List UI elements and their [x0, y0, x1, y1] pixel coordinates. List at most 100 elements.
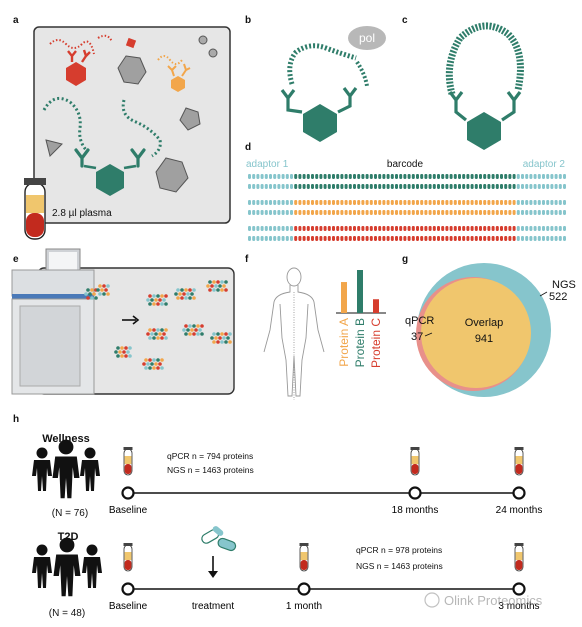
base-pair [390, 236, 394, 241]
panel-g-label: g [402, 254, 408, 265]
cluster-dot [192, 324, 196, 328]
cluster-dot [182, 292, 186, 296]
base-pair [395, 184, 398, 189]
cluster-dot [86, 288, 90, 292]
timepoint-label: 18 months [392, 505, 439, 516]
base-pair [508, 210, 512, 215]
base-pair [550, 236, 554, 241]
base-pair [453, 200, 457, 205]
base-pair [298, 210, 302, 215]
cluster-dot [88, 292, 92, 296]
base-pair [504, 210, 508, 215]
base-pair [411, 226, 415, 231]
t2d-qpcr-info: qPCR n = 978 proteins [356, 545, 442, 555]
wellness-qpcr-info: qPCR n = 794 proteins [167, 451, 253, 461]
cluster-dot [124, 346, 128, 350]
base-pair [558, 200, 562, 205]
base-pair [378, 184, 382, 189]
base-pair [319, 174, 323, 179]
tube-cap [514, 447, 524, 450]
base-pair [428, 200, 432, 205]
base-pair [525, 200, 529, 205]
cluster-dot [154, 298, 158, 302]
base-pair [386, 226, 390, 231]
base-pair [407, 184, 411, 189]
base-pair [483, 174, 487, 179]
base-pair [323, 184, 327, 189]
base-pair [474, 174, 478, 179]
base-pair [290, 174, 293, 179]
base-pair [508, 184, 512, 189]
base-pair [491, 226, 495, 231]
base-pair [416, 184, 419, 189]
cluster-dot [156, 328, 160, 332]
cluster-dot [148, 366, 152, 370]
base-pair [285, 200, 289, 205]
base-pair [521, 174, 524, 179]
base-pair [521, 236, 524, 241]
base-pair [487, 226, 491, 231]
base-pair [277, 210, 281, 215]
cell-layer [411, 464, 419, 474]
base-pair [344, 184, 348, 189]
base-pair [504, 174, 508, 179]
cluster-dot [156, 336, 160, 340]
base-pair [487, 210, 491, 215]
timepoint-marker [512, 486, 526, 500]
base-pair [424, 174, 428, 179]
base-pair [306, 226, 310, 231]
base-pair [432, 236, 436, 241]
base-pair [437, 236, 440, 241]
base-pair [563, 236, 566, 241]
base-pair [327, 174, 331, 179]
base-pair [500, 226, 503, 231]
base-pair [302, 174, 306, 179]
cluster-dot [122, 350, 126, 354]
base-pair [348, 184, 352, 189]
base-pair [428, 236, 432, 241]
base-pair [256, 200, 260, 205]
base-pair [504, 184, 508, 189]
cluster-dot [156, 294, 160, 298]
cluster-dot [192, 332, 196, 336]
base-pair [542, 236, 545, 241]
base-pair [361, 210, 365, 215]
base-pair [332, 184, 335, 189]
base-pair [479, 236, 482, 241]
base-pair [529, 174, 533, 179]
cluster-dot [196, 332, 200, 336]
timepoint-label: treatment [192, 601, 234, 612]
base-pair [348, 210, 352, 215]
base-pair [277, 174, 281, 179]
base-pair [361, 226, 365, 231]
base-pair [403, 236, 407, 241]
base-pair [269, 226, 272, 231]
cluster-dot [150, 332, 154, 336]
base-pair [516, 226, 520, 231]
base-pair [319, 200, 323, 205]
cluster-dot [102, 284, 106, 288]
base-pair [269, 174, 272, 179]
base-pair [500, 200, 503, 205]
cluster-dot [176, 288, 180, 292]
panel-d: adaptor 1 barcode adaptor 2 [246, 159, 566, 241]
base-pair [512, 210, 516, 215]
overlap-value: 941 [475, 333, 493, 345]
base-pair [512, 200, 516, 205]
base-pair [470, 236, 474, 241]
panel-a: 2.8 µl plasma [24, 26, 231, 240]
base-pair [357, 210, 361, 215]
base-pair [290, 200, 293, 205]
base-pair [315, 226, 319, 231]
base-pair [353, 236, 356, 241]
base-pair [369, 236, 373, 241]
base-pair [437, 226, 440, 231]
base-pair [344, 226, 348, 231]
cluster-dot [224, 288, 228, 292]
cluster-dot [92, 292, 96, 296]
base-pair [525, 184, 529, 189]
base-pair [500, 184, 503, 189]
cluster-dot [184, 296, 188, 300]
cluster-dot [90, 296, 94, 300]
